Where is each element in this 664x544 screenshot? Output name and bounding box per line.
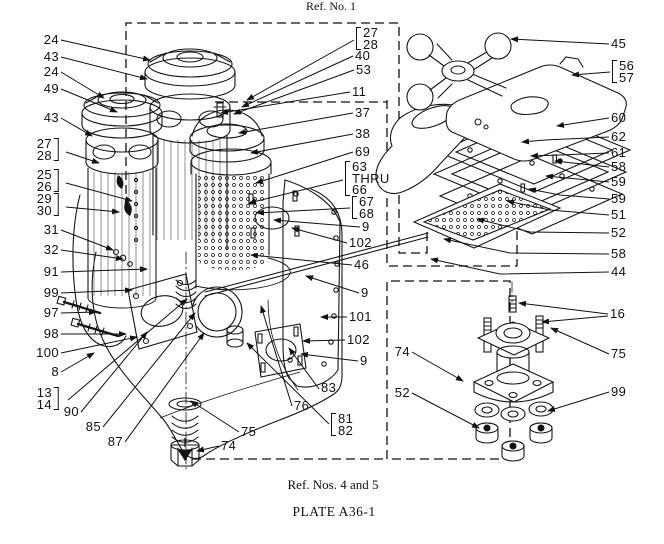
leader-59 [528, 187, 610, 200]
leader-63-thru-66 [248, 179, 344, 205]
leader-100 [60, 335, 138, 354]
leader-85 [102, 312, 196, 428]
leader-90 [80, 331, 148, 413]
screw-97 [56, 295, 102, 315]
leader-8 [60, 352, 95, 373]
leader-58 [443, 237, 610, 255]
leader-76 [260, 305, 293, 407]
leader-31 [60, 229, 114, 251]
leader-75 [190, 400, 240, 433]
leader-40 [241, 55, 354, 108]
leader-13-14 [67, 298, 188, 401]
gland-plate-75 [476, 321, 551, 356]
leader-52 [411, 392, 480, 429]
leader-49 [60, 88, 118, 113]
leader-11 [220, 91, 351, 115]
leader-43 [60, 117, 93, 137]
leader-16 [541, 315, 609, 325]
leader-29-30 [65, 206, 120, 215]
ref-no-1-boundary [125, 22, 428, 460]
leader-53 [233, 69, 355, 115]
plate-title: PLATE A36-1 [292, 504, 376, 519]
leader-32 [60, 249, 124, 261]
leader-58 [554, 158, 610, 168]
leader-97 [60, 309, 97, 316]
leader-56-57 [571, 71, 611, 78]
cover-assembly-detail [375, 32, 632, 249]
leader-81-82 [246, 342, 330, 425]
leader-16 [518, 300, 609, 315]
housing-cover-plate [282, 179, 341, 388]
leader-lines [60, 36, 611, 453]
leader-37 [238, 112, 354, 135]
leader-46 [250, 252, 353, 266]
washers-99 [474, 401, 554, 422]
leader-24 [60, 71, 105, 99]
leader-67-68 [256, 207, 351, 216]
strainer-housing [91, 188, 343, 459]
leader-60 [556, 117, 610, 128]
leader-59 [545, 173, 610, 183]
handwheel-45 [406, 32, 512, 111]
leader-9 [300, 351, 359, 362]
leader-43 [60, 56, 148, 81]
leader-99 [547, 391, 610, 412]
leader-102 [291, 226, 348, 244]
leader-9 [273, 217, 361, 228]
leader-75 [550, 327, 610, 355]
leader-102 [302, 337, 346, 344]
ref-no-1-caption: Ref. No. 1 [306, 0, 356, 13]
nuts-52 [475, 422, 553, 462]
leader-9 [305, 275, 360, 294]
leader-99 [60, 287, 133, 294]
main-strainer-assembly [56, 48, 429, 471]
ref-nos-4-5-caption: Ref. Nos. 4 and 5 [287, 477, 379, 492]
leader-61 [530, 152, 610, 159]
drain-valve-detail [472, 281, 555, 462]
strainer-cover-56-57 [445, 56, 627, 162]
leader-27-28 [246, 39, 355, 101]
leader-74 [411, 351, 464, 382]
leader-83 [288, 347, 320, 390]
leader-44 [430, 257, 610, 275]
bottom-port-and-studs [254, 323, 307, 378]
leader-24 [60, 39, 151, 62]
leader-51 [506, 199, 610, 216]
leader-25-26 [65, 182, 133, 203]
leader-62 [521, 136, 610, 145]
ref-nos-4-5-boundary [386, 280, 511, 460]
leader-45 [510, 36, 610, 45]
valve-flange-74 [472, 363, 555, 403]
drain-washer-spring-nut [168, 397, 202, 467]
leader-38 [250, 133, 354, 155]
leader-69 [255, 151, 354, 184]
perforated-tray-52 [412, 183, 562, 249]
leader-87 [124, 332, 205, 443]
leader-74 [196, 445, 220, 453]
leader-27-28 [65, 151, 100, 164]
leader-52 [476, 217, 610, 234]
screw-98 [70, 317, 120, 338]
leader-91 [60, 266, 148, 273]
